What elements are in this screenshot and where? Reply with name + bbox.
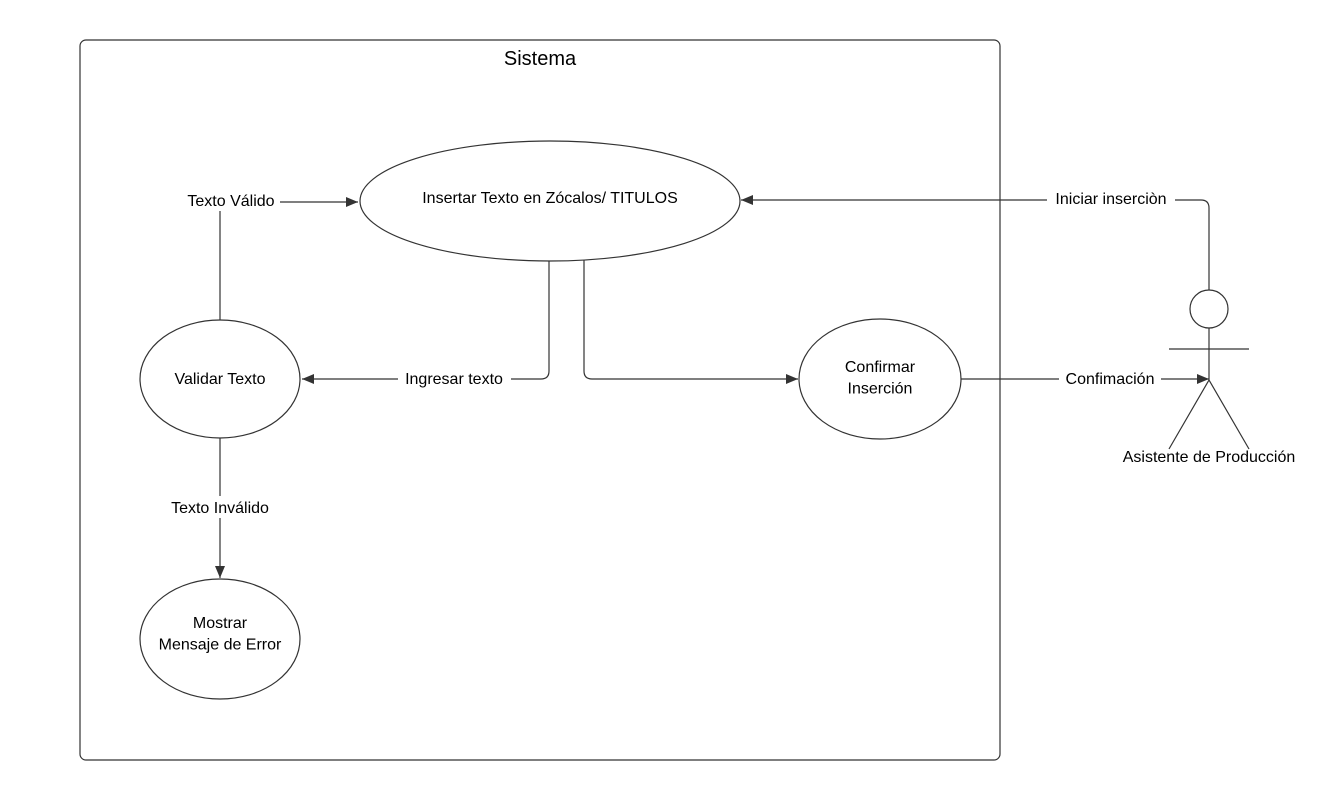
- label-texto-invalido: Texto Inválido: [171, 500, 269, 517]
- label-ingresar-texto: Ingresar texto: [405, 371, 503, 388]
- actor-head: [1189, 289, 1229, 329]
- actor-name: Asistente de Producción: [1123, 449, 1296, 466]
- use-case-validar[interactable]: Validar Texto: [139, 319, 301, 439]
- label-line: Insertar Texto en Zócalos/ TITULOS: [422, 190, 678, 207]
- label-confirmacion: Confimación: [1066, 371, 1155, 388]
- label-line: Mensaje de Error: [159, 637, 282, 654]
- actor-asistente[interactable]: Asistente de Producción: [1123, 289, 1296, 466]
- label-iniciar-insercion: Iniciar inserciòn: [1055, 191, 1166, 208]
- use-case-validar-label: Validar Texto: [174, 371, 265, 388]
- use-case-insertar[interactable]: Insertar Texto en Zócalos/ TITULOS: [359, 140, 741, 262]
- label-line: Confirmar: [845, 359, 916, 376]
- connector-insertar-confirmar: [583, 260, 798, 384]
- system-title: Sistema: [504, 48, 577, 70]
- use-case-insertar-label: Insertar Texto en Zócalos/ TITULOS: [422, 190, 678, 207]
- label-line: Mostrar: [193, 615, 248, 632]
- connector-iniciar-insercion: [741, 195, 1210, 290]
- label-texto-valido: Texto Válido: [187, 193, 274, 210]
- actor-left-leg: [1168, 379, 1210, 450]
- connector-ingresar-texto: [302, 260, 550, 384]
- actor-right-leg: [1208, 379, 1250, 450]
- system-boundary: [79, 39, 1001, 761]
- label-line: Inserción: [848, 381, 913, 398]
- label-line: Validar Texto: [174, 371, 265, 388]
- connector-texto-valido: [219, 197, 358, 320]
